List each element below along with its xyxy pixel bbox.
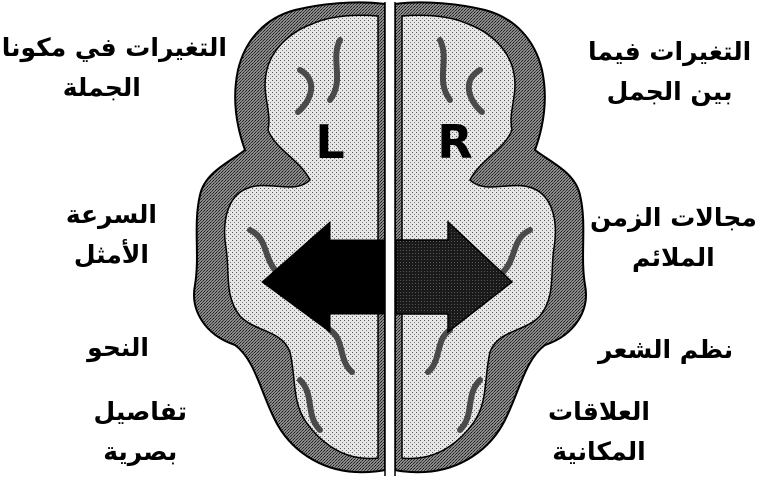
right-label-line: التغيرات فيما bbox=[588, 32, 751, 72]
left-label-line: السرعة bbox=[66, 195, 157, 235]
left-label-line: النحو bbox=[87, 328, 149, 368]
left-label-line: التغيرات في مكونات bbox=[0, 28, 227, 68]
left-label-line: الأمثل bbox=[66, 235, 157, 275]
left-label-grammar: النحو bbox=[87, 328, 149, 368]
left-label-line: تفاصيل bbox=[94, 392, 187, 432]
right-label-line: مجالات الزمن bbox=[590, 198, 757, 238]
right-label-line: الملائم bbox=[590, 238, 757, 278]
right-label-spatial-relations: العلاقات المكانية bbox=[548, 392, 650, 472]
left-label-visual-details: تفاصيل بصرية bbox=[94, 392, 187, 472]
right-label-line: المكانية bbox=[548, 432, 650, 472]
right-label-time-domains: مجالات الزمن الملائم bbox=[590, 198, 757, 278]
right-label-line: بين الجمل bbox=[588, 72, 751, 112]
right-hemisphere-letter: R bbox=[437, 115, 472, 169]
right-label-line: العلاقات bbox=[548, 392, 650, 432]
left-label-line: بصرية bbox=[94, 432, 187, 472]
left-hemisphere-letter: L bbox=[315, 115, 344, 169]
left-label-line: الجملة bbox=[0, 68, 227, 108]
right-label-prosody: نظم الشعر bbox=[598, 330, 733, 370]
left-label-sentence-components: التغيرات في مكونات الجملة bbox=[0, 28, 227, 108]
right-label-line: نظم الشعر bbox=[598, 330, 733, 370]
right-label-between-sentences: التغيرات فيما بين الجمل bbox=[588, 32, 751, 112]
left-label-optimal-speed: السرعة الأمثل bbox=[66, 195, 157, 275]
